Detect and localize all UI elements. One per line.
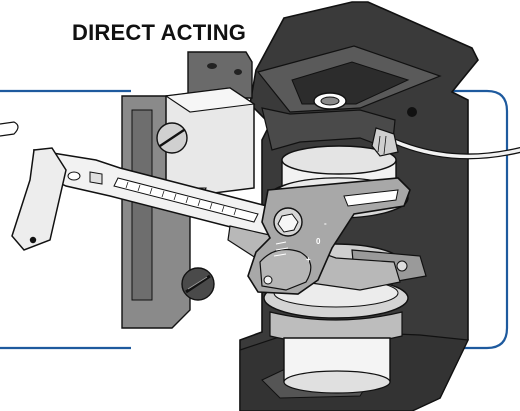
upper-post: [187, 51, 253, 99]
bracket-top-recess: [291, 61, 410, 105]
scale-mark-minus: -: [324, 219, 327, 228]
scale-mark-zero: 0: [316, 237, 321, 246]
upper-cylinder-top: [281, 145, 397, 175]
adjustment-screw-slot: [159, 129, 185, 147]
arm-pivot-hole: [67, 171, 81, 181]
diagram-title: DIRECT ACTING: [72, 20, 247, 45]
setpoint-lever-inner: [343, 189, 399, 207]
mounting-screw-slot: [185, 274, 211, 294]
setpoint-hex-socket: [277, 213, 299, 233]
cable-highlight: [394, 140, 520, 159]
arm-remnant: [0, 121, 19, 137]
setpoint-lever-lower: [259, 249, 312, 291]
frame-outline: [0, 89, 509, 350]
upper-post-hole: [207, 63, 217, 69]
setpoint-scale: - 0 +: [273, 219, 327, 264]
adjusting-block-face: [164, 87, 256, 113]
upper-post-hole-2: [234, 69, 242, 75]
arm-pivot-post: [89, 171, 103, 185]
arm-scale-ticks: [125, 181, 237, 216]
mounting-screw-slot-hl: [187, 276, 208, 290]
bracket-side-hole: [407, 107, 417, 117]
bracket-top-hole-inner: [320, 96, 340, 106]
bottom-cylinder-base: [283, 370, 391, 394]
right-plate-screw: [396, 260, 408, 272]
end-bracket: [11, 147, 67, 251]
cable-fitting-thread: [377, 135, 381, 153]
lever-end-hole: [263, 275, 273, 285]
scale-mark-plus: +: [306, 255, 311, 264]
end-bracket-hole: [29, 236, 37, 244]
cable-fitting-thread-2: [383, 135, 387, 155]
